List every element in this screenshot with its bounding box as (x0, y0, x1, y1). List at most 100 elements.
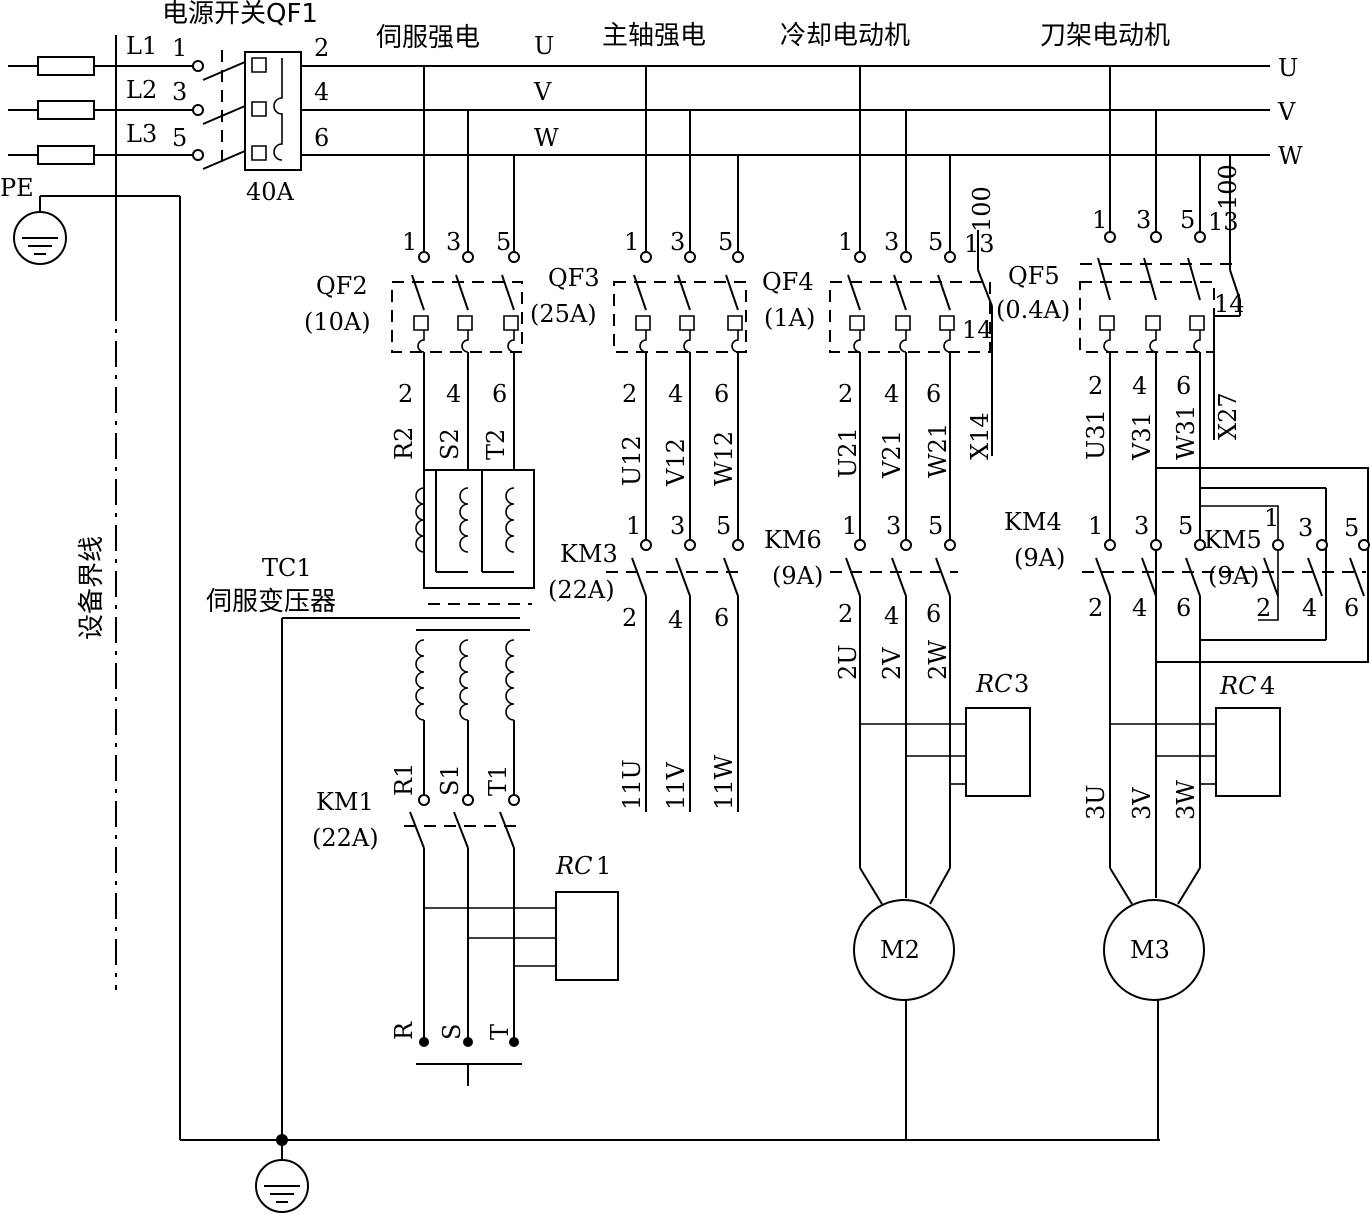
servo-power-title: 伺服强电 (376, 23, 480, 53)
qf5-aux-term: 100 (1214, 164, 1242, 210)
qf2-term-in: 5 (496, 228, 511, 256)
qf3-name: QF3 (548, 264, 600, 292)
km6-term-out: 2 (838, 600, 853, 628)
pe-ground (13, 195, 181, 1140)
qf5-term-in: 3 (1136, 206, 1151, 234)
km6-term-out: 6 (926, 600, 941, 628)
fuse-l2 (37, 100, 95, 120)
output-label: R (390, 1021, 418, 1040)
qf5-aux-term: 13 (1208, 208, 1239, 236)
qf4-name: QF4 (762, 268, 814, 296)
qf1-body (244, 51, 302, 171)
motor-m3-label: M3 (1130, 936, 1170, 964)
qf5-rating: (0.4A) (996, 296, 1070, 324)
coolant-branch (829, 66, 1031, 1140)
line-l1: L1 (126, 32, 157, 60)
bus-label: U (1278, 54, 1298, 82)
km6-rating: (9A) (772, 562, 823, 590)
qf1-term-out: 4 (314, 78, 329, 106)
km4-name: KM4 (1004, 508, 1062, 536)
wire-label: U31 (1082, 409, 1110, 460)
rc3-label: RC (975, 670, 1012, 698)
output-label: 11V (662, 761, 690, 810)
qf5-term-out: 4 (1132, 372, 1147, 400)
fuse-l1 (37, 56, 95, 76)
spindle-power-title: 主轴强电 (602, 21, 706, 51)
bus-label: W (1278, 142, 1303, 170)
output-label: 11U (618, 759, 646, 810)
equipment-boundary-label: 设备界线 (77, 536, 107, 640)
wire-label: W21 (924, 423, 952, 478)
km1-name: KM1 (316, 788, 374, 816)
output-label: 11W (710, 754, 738, 810)
km3-term-in: 3 (670, 512, 685, 540)
wire-label: X27 (1214, 392, 1242, 440)
qf5-term-in: 5 (1180, 206, 1195, 234)
servo-branch (391, 66, 619, 1086)
output-label: S (438, 1024, 466, 1040)
wire-label: R1 (390, 763, 418, 796)
km3-name: KM3 (560, 540, 618, 568)
km3-term-in: 1 (626, 512, 641, 540)
qf2-term-out: 4 (446, 380, 461, 408)
qf2-term-out: 2 (398, 380, 413, 408)
km3-term-out: 2 (622, 604, 637, 632)
qf3-term-out: 2 (622, 380, 637, 408)
wire-label: U12 (618, 435, 646, 486)
wire-label: X14 (966, 412, 994, 460)
tc1-name: TC1 (262, 554, 312, 582)
wire-label: U21 (834, 427, 862, 478)
km4-term-in: 5 (1178, 512, 1193, 540)
motor-m2-label: M2 (880, 936, 920, 964)
km3-term-in: 5 (716, 512, 731, 540)
bus-label: U (534, 32, 554, 60)
km5-term-in: 3 (1298, 514, 1313, 542)
coolant-motor-title: 冷却电动机 (780, 21, 910, 51)
qf2-term-in: 3 (446, 228, 461, 256)
km5-term-out: 4 (1302, 594, 1317, 622)
wire-label: 2V (878, 647, 906, 680)
wire-label: 2W (924, 640, 952, 680)
km6-term-in: 1 (842, 512, 857, 540)
wire-label: T1 (484, 765, 512, 796)
wire-label: 3V (1128, 787, 1156, 820)
km3-rating: (22A) (548, 576, 615, 604)
qf1-title: 电源开关QF1 (162, 0, 318, 29)
bus-label: W (534, 124, 559, 152)
output-label: T (486, 1024, 514, 1040)
main-switch-qf1 (192, 50, 302, 171)
wire-label: R2 (390, 427, 418, 460)
qf4-aux-term: 13 (964, 230, 995, 258)
qf3-term-out: 6 (714, 380, 729, 408)
common-ground (180, 617, 1160, 1213)
qf4-term-out: 2 (838, 380, 853, 408)
km6-term-in: 3 (886, 512, 901, 540)
km4-term-in: 1 (1088, 512, 1103, 540)
km5-term-out: 2 (1256, 594, 1271, 622)
qf5-term-in: 1 (1092, 206, 1107, 234)
bus-label: V (1277, 98, 1296, 126)
km4-term-out: 6 (1176, 594, 1191, 622)
km3-term-out: 6 (714, 604, 729, 632)
wire-label: V31 (1128, 412, 1156, 461)
qf2-term-out: 6 (492, 380, 507, 408)
qf4-term-out: 4 (884, 380, 899, 408)
qf1-term-in: 1 (172, 34, 187, 62)
motor-m3-icon (1103, 899, 1205, 1001)
qf1-rating: 40A (246, 178, 295, 206)
qf2-term-in: 1 (402, 228, 417, 256)
km4-rating: (9A) (1014, 544, 1065, 572)
km6-term-out: 4 (884, 602, 899, 630)
wire-label: V21 (878, 430, 906, 479)
rc1-block (555, 891, 619, 981)
km1-rating: (22A) (312, 824, 379, 852)
wire-label: S1 (436, 764, 464, 796)
rc4-block (1215, 707, 1281, 797)
qf5-term-out: 6 (1176, 372, 1191, 400)
tc1-desc: 伺服变压器 (206, 587, 336, 617)
bus-label: V (533, 78, 552, 106)
line-l2: L2 (126, 76, 157, 104)
qf4-term-in: 1 (838, 228, 853, 256)
